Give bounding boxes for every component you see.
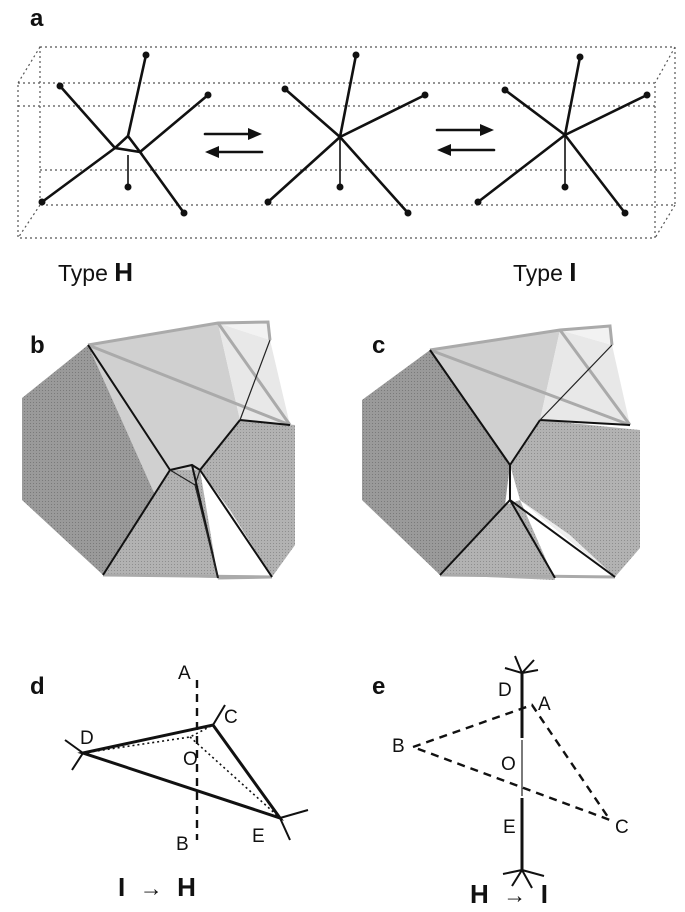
face-right xyxy=(200,420,295,577)
type-h-label: Type H xyxy=(58,257,133,287)
caption-d: I → H xyxy=(118,872,196,902)
point-o: O xyxy=(501,754,516,775)
equilibrium-arrows-2 xyxy=(435,124,496,156)
point-b: B xyxy=(176,834,189,855)
transition-structure xyxy=(264,51,429,217)
panel-d: d A B C D E O I → H xyxy=(30,663,309,902)
point-d: D xyxy=(498,680,512,701)
panel-a: a xyxy=(17,5,676,287)
point-e: E xyxy=(252,826,265,847)
face-bottom xyxy=(103,470,218,578)
point-c: C xyxy=(615,817,629,838)
type-i-structure xyxy=(474,53,651,217)
type-i-label: Type I xyxy=(513,257,577,287)
panel-d-label: d xyxy=(30,673,45,700)
face-left xyxy=(362,350,510,575)
face-top xyxy=(88,323,240,495)
equilibrium-arrows-1 xyxy=(203,128,264,158)
panel-a-label: a xyxy=(30,5,44,32)
panel-b: b xyxy=(22,320,295,580)
panel-c: c xyxy=(362,324,640,580)
type-h-structure xyxy=(38,51,212,217)
panel-b-label: b xyxy=(30,332,45,359)
point-a: A xyxy=(538,694,551,715)
face-bottom xyxy=(440,500,555,580)
panel-e-label: e xyxy=(372,673,385,700)
point-b: B xyxy=(392,736,405,757)
dotted-box xyxy=(17,46,676,239)
point-o: O xyxy=(183,749,198,770)
face-right xyxy=(510,420,640,577)
panel-e: e D A B C E O H → I xyxy=(372,655,629,909)
face-left xyxy=(22,345,170,575)
panel-c-label: c xyxy=(372,332,385,359)
point-d: D xyxy=(80,728,94,749)
point-e: E xyxy=(503,817,516,838)
point-c: C xyxy=(224,707,238,728)
caption-e: H → I xyxy=(470,879,548,909)
point-a: A xyxy=(178,663,191,684)
